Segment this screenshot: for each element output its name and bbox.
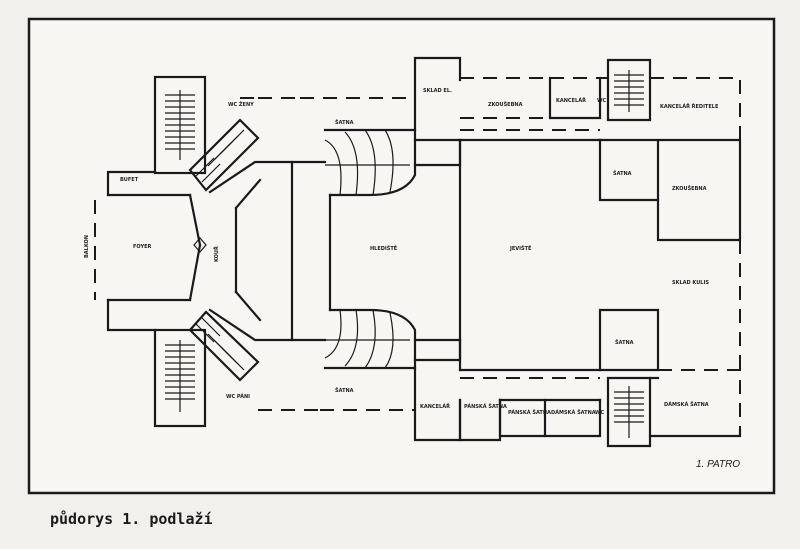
drawing-frame — [27, 17, 776, 495]
label-wc-bottom-right: WC — [595, 410, 605, 416]
label-damska-satna-1: DÁMSKÁ ŠATNA — [551, 409, 596, 416]
label-kancelar-top: KANCELÁŘ — [556, 97, 586, 104]
label-balkon: BALKON — [84, 235, 90, 258]
label-jeviste: JEVIŠTĚ — [509, 244, 532, 252]
label-panska-satna-1: PÁNSKÁ ŠATNA — [464, 403, 507, 410]
floor-plan: BALKON BUFET WC ŽENY WC PÁNI SKLAD EL. Z… — [27, 17, 776, 495]
caption: půdorys 1. podlaží — [50, 510, 213, 528]
diagonal-stair-bottom — [188, 310, 260, 382]
label-panska-satna-2: PÁNSKÁ ŠATNA — [508, 409, 551, 416]
label-hlediste: HLEDIŠTĚ — [370, 244, 398, 252]
label-wc-right: WC — [597, 98, 607, 104]
label-foyer: FOYER — [133, 244, 152, 250]
diagonal-stair-top — [188, 118, 260, 192]
label-zkusebna-top: ZKOUŠEBNA — [488, 101, 523, 108]
stairwell-top-left — [153, 75, 207, 175]
label-bufet: BUFET — [120, 177, 139, 183]
label-satna-bottom: ŠATNA — [335, 387, 354, 394]
label-wc-top: WC ŽENY — [228, 100, 254, 108]
label-zen: KOUŘ — [213, 246, 220, 262]
label-zkusebna-right: ZKOUŠEBNA — [672, 185, 707, 192]
label-wc-bottom: WC PÁNI — [226, 393, 250, 400]
stage-walls — [413, 129, 602, 379]
label-damska-satna-2: DÁMSKÁ ŠATNA — [664, 401, 709, 408]
left-wing-walls — [94, 170, 207, 332]
bottom-rooms — [458, 376, 742, 448]
floor-label: 1. PATRO — [696, 459, 740, 470]
label-sklad-top: SKLAD EL. — [423, 88, 452, 94]
label-sklad-kulis: SKLAD KULIS — [672, 280, 709, 286]
seating-bottom — [323, 308, 417, 370]
label-satna-right: ŠATNA — [613, 170, 632, 177]
auditorium-walls — [208, 97, 327, 411]
seating-top — [323, 128, 417, 197]
label-satna-right-bottom: ŠATNA — [615, 339, 634, 346]
label-kancelar-reditele: KANCELÁŘ ŘEDITELE — [660, 103, 719, 110]
stairwell-bottom-left — [153, 328, 207, 428]
label-satna-top: ŠATNA — [335, 119, 354, 126]
top-rooms — [460, 58, 742, 242]
label-kancelar-bottom: KANCELÁŘ — [420, 403, 450, 410]
right-rooms — [598, 240, 741, 430]
